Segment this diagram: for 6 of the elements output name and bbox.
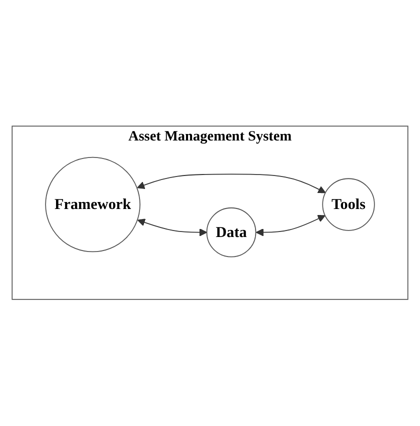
node-circle — [322, 178, 375, 232]
arrow — [256, 215, 326, 237]
arrow — [136, 174, 326, 194]
node-circle — [45, 157, 140, 252]
arrow — [137, 218, 208, 237]
node-circle — [206, 208, 256, 258]
